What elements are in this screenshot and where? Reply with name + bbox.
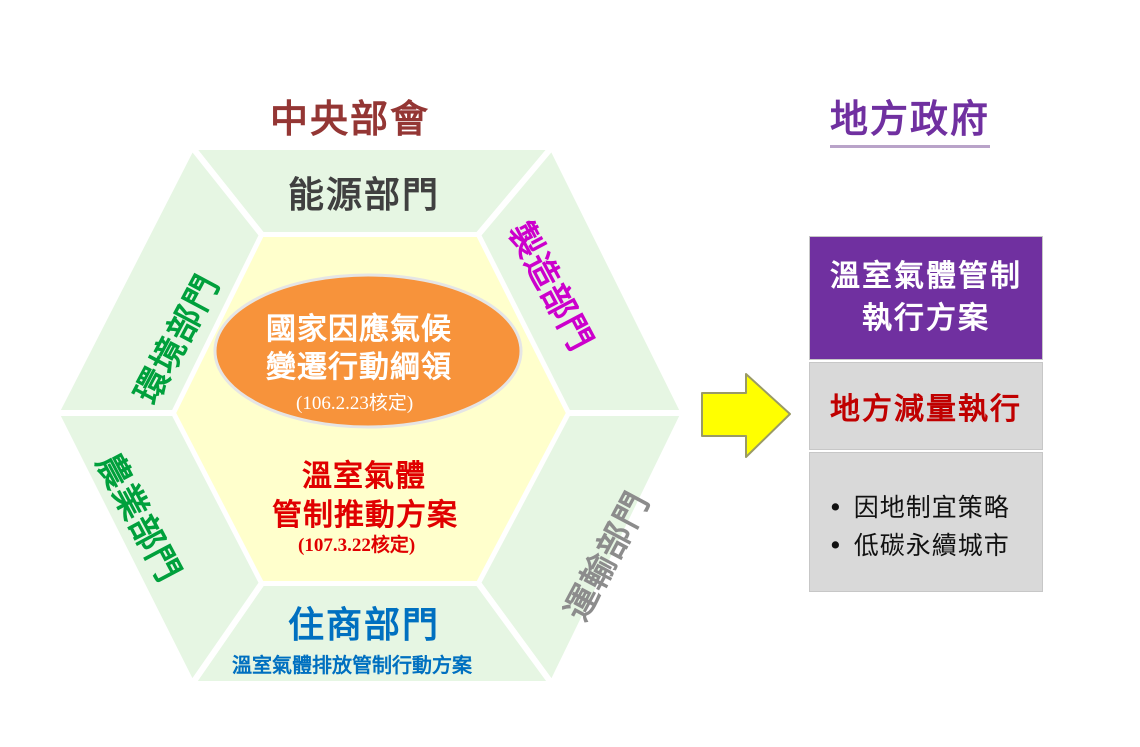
promotion-title-line1: 溫室氣體 [302,459,426,494]
guideline-title-line1: 國家因應氣候 [266,312,452,347]
strategy-list: 因地制宜策略 低碳永續城市 [828,489,1042,565]
sector-energy-label: 能源部門 [288,175,441,216]
sector-residential-label: 住商部門 [288,605,441,646]
local-plan-line1: 溫室氣體管制 [830,259,1022,294]
promotion-title-line2: 管制推動方案 [272,498,458,533]
guideline-ellipse [213,273,523,429]
local-reduction-box: 地方減量執行 [809,362,1043,450]
guideline-approval-date: (106.2.23核定) [296,393,414,414]
strategy-item: 低碳永續城市 [828,527,1042,565]
local-plan-box: 溫室氣體管制 執行方案 [809,236,1043,360]
local-plan-line2: 執行方案 [862,301,990,336]
residential-sub-label: 溫室氣體排放管制行動方案 [232,653,472,677]
arrow-right-icon [701,373,791,458]
local-reduction-label: 地方減量執行 [830,392,1022,427]
guideline-title-line2: 變遷行動綱領 [266,350,452,385]
strategy-item: 因地制宜策略 [828,489,1042,527]
local-strategy-box: 因地制宜策略 低碳永續城市 [809,452,1043,592]
promotion-approval-date: (107.3.22核定) [298,535,416,556]
local-government-heading: 地方政府 [830,88,991,148]
